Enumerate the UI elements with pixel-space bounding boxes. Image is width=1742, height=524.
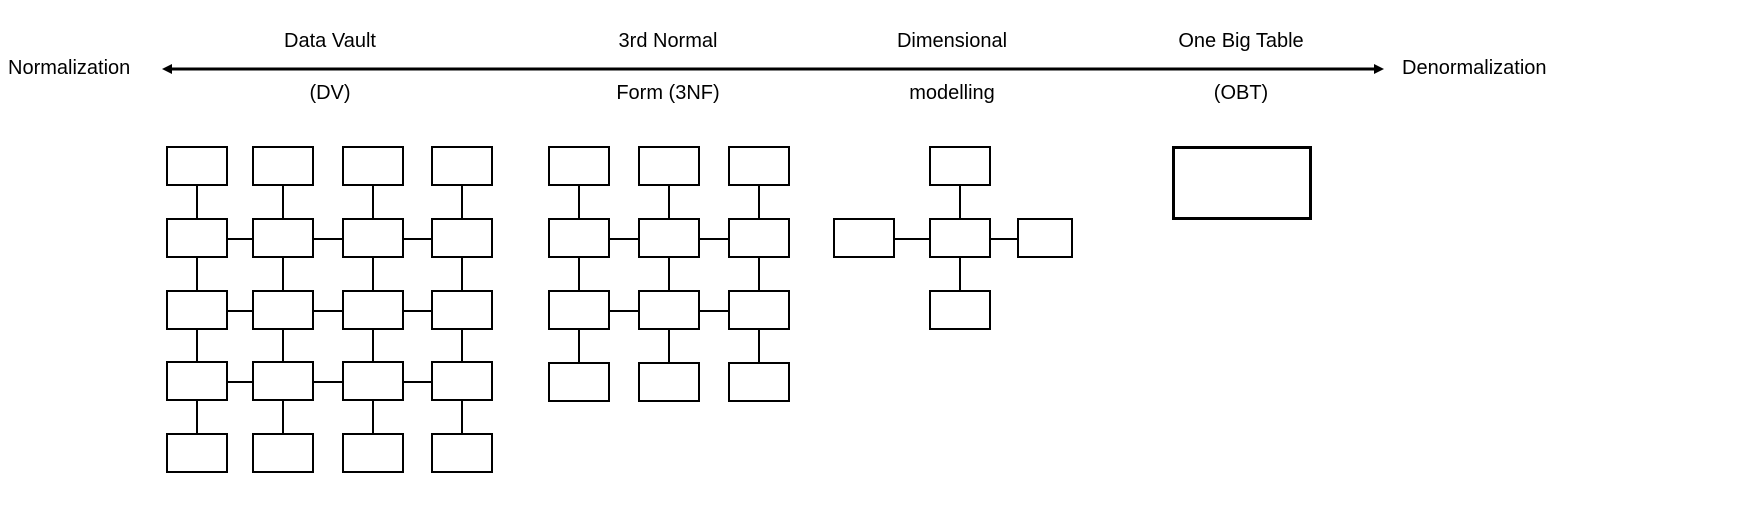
dv-table-box[interactable] <box>431 218 493 258</box>
dv-table-box[interactable] <box>166 433 228 473</box>
axis-label-denormalization: Denormalization <box>1402 57 1547 79</box>
star-link-horizontal <box>989 238 1019 240</box>
dv-link-horizontal <box>312 381 344 383</box>
dv-table-box[interactable] <box>342 361 404 401</box>
dv-link-vertical <box>461 184 463 219</box>
dv-link-horizontal <box>312 238 344 240</box>
tnf-link-horizontal <box>698 310 730 312</box>
tnf-link-vertical <box>578 256 580 291</box>
dv-table-box[interactable] <box>252 433 314 473</box>
column-label-line1: 3rd Normal <box>618 30 718 52</box>
dv-table-box[interactable] <box>431 361 493 401</box>
dv-link-vertical <box>461 399 463 434</box>
column-label-line2: (OBT) <box>1213 82 1269 104</box>
dv-link-vertical <box>282 255 284 291</box>
dv-table-box[interactable] <box>342 433 404 473</box>
column-label-line2: (DV) <box>309 82 351 104</box>
dv-link-vertical <box>282 399 284 434</box>
dv-link-vertical <box>461 327 463 363</box>
tnf-table-box[interactable] <box>548 146 610 186</box>
tnf-link-vertical <box>578 328 580 362</box>
star-dimension-box-right[interactable] <box>1017 218 1073 258</box>
dv-link-vertical <box>372 399 374 434</box>
column-label-one-big-table: One Big Table (OBT) <box>1141 2 1341 132</box>
tnf-link-vertical <box>668 184 670 219</box>
dv-link-vertical <box>282 184 284 219</box>
star-link-vertical <box>959 256 961 291</box>
column-label-third-normal-form: 3rd Normal Form (3NF) <box>568 2 768 132</box>
tnf-link-horizontal <box>608 310 640 312</box>
axis-label-normalization: Normalization <box>8 57 131 79</box>
dv-link-vertical <box>196 327 198 363</box>
dv-table-box[interactable] <box>431 433 493 473</box>
column-label-line1: One Big Table <box>1178 30 1304 52</box>
tnf-table-box[interactable] <box>638 218 700 258</box>
tnf-link-vertical <box>578 184 580 219</box>
column-label-line1: Dimensional <box>896 30 1008 52</box>
dv-table-box[interactable] <box>166 218 228 258</box>
dv-table-box[interactable] <box>342 290 404 330</box>
tnf-table-box[interactable] <box>728 290 790 330</box>
tnf-link-vertical <box>758 328 760 362</box>
dv-link-horizontal <box>402 310 432 312</box>
tnf-link-vertical <box>668 256 670 291</box>
tnf-link-vertical <box>758 184 760 219</box>
dv-link-horizontal <box>402 381 432 383</box>
dv-table-box[interactable] <box>431 146 493 186</box>
dv-link-horizontal <box>402 238 432 240</box>
column-label-data-vault: Data Vault (DV) <box>230 2 430 132</box>
tnf-table-box[interactable] <box>548 362 610 402</box>
tnf-link-vertical <box>758 256 760 291</box>
star-dimension-box-bottom[interactable] <box>929 290 991 330</box>
dv-link-vertical <box>282 327 284 363</box>
dv-table-box[interactable] <box>166 146 228 186</box>
obt-table-box[interactable] <box>1172 146 1312 220</box>
dv-table-box[interactable] <box>166 290 228 330</box>
star-link-vertical <box>959 184 961 219</box>
star-link-horizontal <box>893 238 931 240</box>
tnf-table-box[interactable] <box>728 146 790 186</box>
dv-link-vertical <box>196 399 198 434</box>
dv-link-vertical <box>372 255 374 291</box>
column-label-line2: Form (3NF) <box>616 82 720 104</box>
dv-link-horizontal <box>226 238 254 240</box>
star-dimension-box-top[interactable] <box>929 146 991 186</box>
dv-link-horizontal <box>312 310 344 312</box>
dv-link-vertical <box>372 327 374 363</box>
tnf-table-box[interactable] <box>728 218 790 258</box>
dv-table-box[interactable] <box>431 290 493 330</box>
tnf-link-vertical <box>668 328 670 362</box>
tnf-table-box[interactable] <box>728 362 790 402</box>
dv-table-box[interactable] <box>342 218 404 258</box>
column-label-line1: Data Vault <box>284 30 376 52</box>
tnf-table-box[interactable] <box>548 290 610 330</box>
dv-link-horizontal <box>226 381 254 383</box>
dv-link-vertical <box>372 184 374 219</box>
tnf-table-box[interactable] <box>638 146 700 186</box>
column-label-dimensional-modelling: Dimensional modelling <box>852 2 1052 132</box>
dv-table-box[interactable] <box>166 361 228 401</box>
dv-link-vertical <box>461 255 463 291</box>
tnf-table-box[interactable] <box>548 218 610 258</box>
tnf-link-horizontal <box>608 238 640 240</box>
normalization-axis-arrow <box>162 64 1384 74</box>
dv-link-horizontal <box>226 310 254 312</box>
dv-link-vertical <box>196 184 198 219</box>
dv-table-box[interactable] <box>252 361 314 401</box>
tnf-table-box[interactable] <box>638 290 700 330</box>
dv-table-box[interactable] <box>252 218 314 258</box>
column-label-line2: modelling <box>909 82 995 104</box>
tnf-link-horizontal <box>698 238 730 240</box>
star-fact-box[interactable] <box>929 218 991 258</box>
dv-table-box[interactable] <box>252 146 314 186</box>
tnf-table-box[interactable] <box>638 362 700 402</box>
dv-table-box[interactable] <box>252 290 314 330</box>
dv-link-vertical <box>196 255 198 291</box>
dv-table-box[interactable] <box>342 146 404 186</box>
star-dimension-box-left[interactable] <box>833 218 895 258</box>
